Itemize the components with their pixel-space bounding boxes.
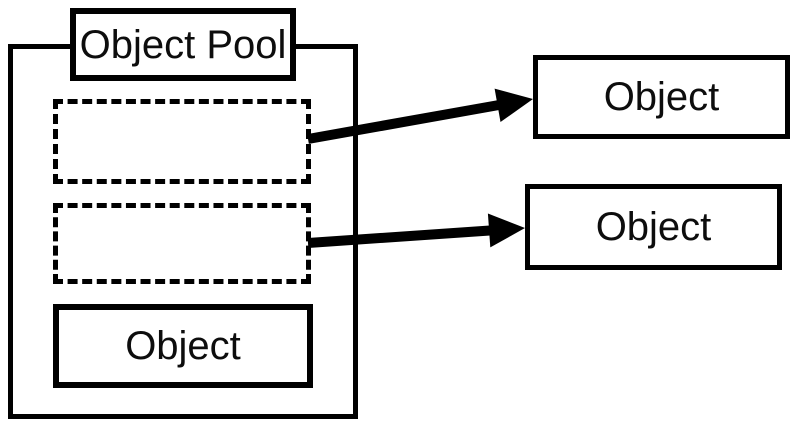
- external-object-2-label: Object: [595, 205, 712, 249]
- pool-object-label: Object: [125, 324, 241, 368]
- object-pool-title-label: Object Pool: [79, 22, 287, 67]
- pool-object-box: Object: [53, 304, 313, 388]
- pool-empty-slot-1: [53, 99, 311, 184]
- external-object-box-2: Object: [525, 184, 782, 270]
- external-object-box-1: Object: [533, 55, 790, 139]
- external-object-1-label: Object: [603, 75, 720, 119]
- object-pool-title-box: Object Pool: [70, 8, 296, 81]
- pool-empty-slot-2: [53, 203, 311, 284]
